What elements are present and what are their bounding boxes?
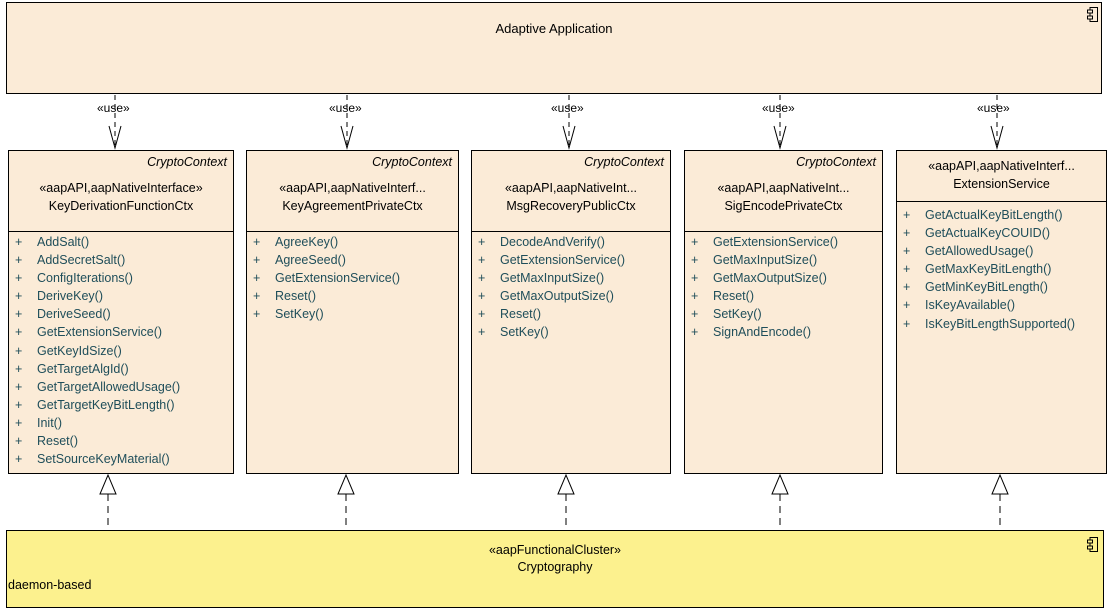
method-item: +Init() bbox=[15, 415, 62, 430]
method-item: +GetTargetAlgId() bbox=[15, 361, 129, 376]
interface-stereotype: «aapAPI,aapNativeInterf... bbox=[279, 181, 426, 195]
realization-arrow bbox=[771, 473, 789, 530]
method-item: +SetSourceKeyMaterial() bbox=[15, 452, 170, 467]
method-item: +ConfigIterations() bbox=[15, 271, 133, 286]
realization-arrow bbox=[99, 473, 117, 530]
use-label: «use» bbox=[97, 101, 130, 115]
use-label: «use» bbox=[977, 101, 1010, 115]
method-item: +GetActualKeyCOUID() bbox=[903, 226, 1051, 241]
method-item: +GetExtensionService() bbox=[253, 271, 401, 286]
interface-key-agreement-private-ctx[interactable]: CryptoContext «aapAPI,aapNativeInterf...… bbox=[246, 150, 459, 474]
interface-name: KeyDerivationFunctionCtx bbox=[48, 199, 194, 213]
method-item: +AddSecretSalt() bbox=[15, 253, 126, 268]
method-item: +GetExtensionService() bbox=[15, 325, 163, 340]
method-list: +GetActualKeyBitLength() +GetActualKeyCO… bbox=[903, 206, 1104, 333]
method-item: +SetKey() bbox=[478, 325, 549, 340]
method-item: +Reset() bbox=[478, 307, 541, 322]
method-item: +Reset() bbox=[15, 434, 78, 449]
interface-stereotype: «aapAPI,aapNativeInterface» bbox=[39, 181, 203, 195]
method-item: +SetKey() bbox=[691, 307, 762, 322]
method-item: +GetAllowedUsage() bbox=[903, 244, 1034, 259]
component-icon bbox=[1087, 7, 1098, 22]
method-item: +GetTargetKeyBitLength() bbox=[15, 397, 175, 412]
method-item: +GetMinKeyBitLength() bbox=[903, 280, 1048, 295]
interface-header: CryptoContext «aapAPI,aapNativeInt... Si… bbox=[685, 151, 882, 232]
method-item: +DeriveSeed() bbox=[15, 307, 111, 322]
method-item: +AgreeSeed() bbox=[253, 253, 346, 268]
interface-stereotype: «aapAPI,aapNativeInt... bbox=[717, 181, 850, 195]
crypto-context-label: CryptoContext bbox=[147, 155, 227, 169]
use-dependency-arrow bbox=[340, 95, 354, 150]
interface-header: CryptoContext «aapAPI,aapNativeInterf...… bbox=[247, 151, 458, 232]
method-item: +DecodeAndVerify() bbox=[478, 235, 605, 249]
interface-extension-service[interactable]: «aapAPI,aapNativeInterf... ExtensionServ… bbox=[896, 150, 1107, 474]
interface-header: CryptoContext «aapAPI,aapNativeInterface… bbox=[9, 151, 233, 232]
crypto-context-label: CryptoContext bbox=[796, 155, 876, 169]
use-dependency-arrow bbox=[773, 95, 787, 150]
method-item: +GetMaxOutputSize() bbox=[478, 289, 614, 304]
use-label: «use» bbox=[762, 101, 795, 115]
method-item: +IsKeyAvailable() bbox=[903, 298, 1016, 313]
method-item: +GetTargetAllowedUsage() bbox=[15, 379, 181, 394]
method-item: +Reset() bbox=[691, 289, 754, 304]
interface-stereotype: «aapAPI,aapNativeInt... bbox=[504, 181, 638, 195]
use-label: «use» bbox=[329, 101, 362, 115]
method-item: +AddSalt() bbox=[15, 235, 90, 249]
use-dependency-arrow bbox=[108, 95, 122, 150]
use-label: «use» bbox=[551, 101, 584, 115]
method-item: +GetActualKeyBitLength() bbox=[903, 208, 1063, 222]
interface-name: SigEncodePrivateCtx bbox=[724, 199, 843, 213]
cluster-name: Cryptography bbox=[517, 560, 593, 574]
interface-name: MsgRecoveryPublicCtx bbox=[506, 199, 636, 213]
method-list: +AddSalt() +AddSecretSalt() +ConfigItera… bbox=[15, 233, 231, 468]
method-list: +DecodeAndVerify() +GetExtensionService(… bbox=[478, 233, 668, 342]
interface-sig-encode-private-ctx[interactable]: CryptoContext «aapAPI,aapNativeInt... Si… bbox=[684, 150, 883, 474]
crypto-context-label: CryptoContext bbox=[584, 155, 664, 169]
method-item: +GetExtensionService() bbox=[691, 235, 839, 249]
application-title: Adaptive Application bbox=[495, 21, 613, 36]
method-item: +SetKey() bbox=[253, 307, 324, 322]
cryptography-cluster-component[interactable]: «aapFunctionalCluster» Cryptography daem… bbox=[6, 530, 1104, 608]
use-dependency-arrow bbox=[990, 95, 1004, 150]
component-icon bbox=[1087, 537, 1098, 552]
method-item: +GetExtensionService() bbox=[478, 253, 626, 268]
method-item: +SignAndEncode() bbox=[691, 325, 811, 340]
interface-stereotype: «aapAPI,aapNativeInterf... bbox=[928, 159, 1075, 173]
method-item: +GetMaxInputSize() bbox=[478, 271, 605, 286]
interface-key-derivation-function-ctx[interactable]: CryptoContext «aapAPI,aapNativeInterface… bbox=[8, 150, 234, 474]
method-item: +GetKeyIdSize() bbox=[15, 343, 122, 358]
interface-header: «aapAPI,aapNativeInterf... ExtensionServ… bbox=[897, 151, 1106, 202]
crypto-context-label: CryptoContext bbox=[372, 155, 452, 169]
use-dependency-arrow bbox=[562, 95, 576, 150]
method-item: +DeriveKey() bbox=[15, 289, 103, 304]
method-list: +AgreeKey() +AgreeSeed() +GetExtensionSe… bbox=[253, 233, 456, 323]
realization-arrow bbox=[991, 473, 1009, 530]
method-item: +GetMaxKeyBitLength() bbox=[903, 262, 1052, 277]
method-item: +Reset() bbox=[253, 289, 316, 304]
interface-name: ExtensionService bbox=[953, 177, 1050, 191]
interface-msg-recovery-public-ctx[interactable]: CryptoContext «aapAPI,aapNativeInt... Ms… bbox=[471, 150, 671, 474]
method-item: +IsKeyBitLengthSupported() bbox=[903, 316, 1076, 331]
realization-arrow bbox=[557, 473, 575, 530]
method-list: +GetExtensionService() +GetMaxInputSize(… bbox=[691, 233, 880, 342]
adaptive-application-component[interactable]: Adaptive Application bbox=[6, 2, 1102, 94]
method-item: +AgreeKey() bbox=[253, 235, 339, 249]
method-item: +GetMaxOutputSize() bbox=[691, 271, 827, 286]
cluster-stereotype: «aapFunctionalCluster» bbox=[488, 543, 622, 557]
interface-header: CryptoContext «aapAPI,aapNativeInt... Ms… bbox=[472, 151, 670, 232]
cluster-note: daemon-based bbox=[8, 578, 92, 592]
interface-name: KeyAgreementPrivateCtx bbox=[282, 199, 423, 213]
realization-arrow bbox=[337, 473, 355, 530]
method-item: +GetMaxInputSize() bbox=[691, 253, 818, 268]
